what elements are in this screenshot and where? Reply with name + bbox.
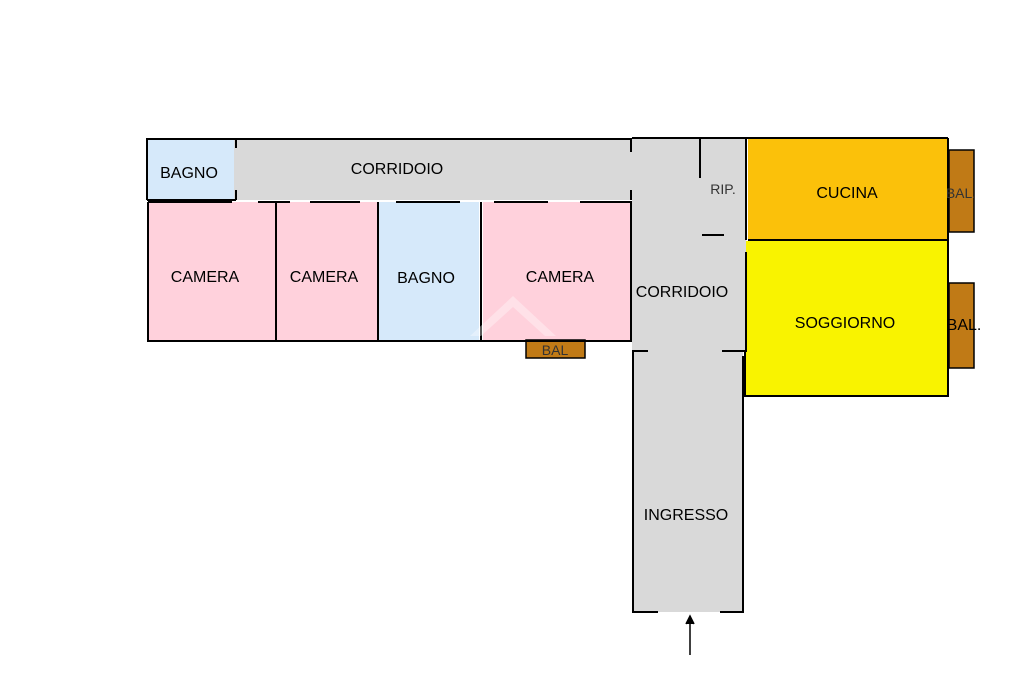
room-bagno-2	[379, 202, 479, 340]
label-bal-2: BAL.	[946, 185, 976, 201]
room-bagno-1	[148, 140, 234, 200]
label-camera-3: CAMERA	[526, 269, 595, 286]
room-corridoio-right	[632, 138, 746, 352]
balcony-outlines	[525, 149, 975, 369]
label-corridoio-1: CORRIDOIO	[351, 161, 443, 178]
label-bal-1: BAL	[542, 342, 569, 358]
arrow-up-icon	[685, 614, 695, 655]
balcony-2	[949, 150, 974, 232]
room-ingresso	[633, 352, 743, 612]
label-rip: RIP.	[710, 181, 735, 197]
room-camera-2	[277, 202, 377, 340]
balcony-1	[526, 340, 585, 358]
label-ingresso: INGRESSO	[644, 507, 728, 524]
label-bagno-2: BAGNO	[397, 270, 455, 287]
balcony-3	[949, 283, 974, 368]
room-corridoio-top	[234, 140, 632, 200]
watermark-logo	[470, 296, 556, 336]
room-camera-1	[149, 202, 275, 340]
label-camera-1: CAMERA	[171, 269, 240, 286]
label-soggiorno: SOGGIORNO	[795, 315, 895, 332]
room-cucina	[748, 138, 947, 239]
room-soggiorno	[746, 241, 947, 396]
label-camera-2: CAMERA	[290, 269, 359, 286]
walls	[146, 137, 949, 613]
label-bal-3: BAL.	[947, 317, 982, 334]
label-cucina: CUCINA	[816, 185, 878, 202]
label-bagno-1: BAGNO	[160, 165, 218, 182]
room-camera-3	[483, 202, 631, 340]
label-corridoio-2: CORRIDOIO	[636, 284, 728, 301]
